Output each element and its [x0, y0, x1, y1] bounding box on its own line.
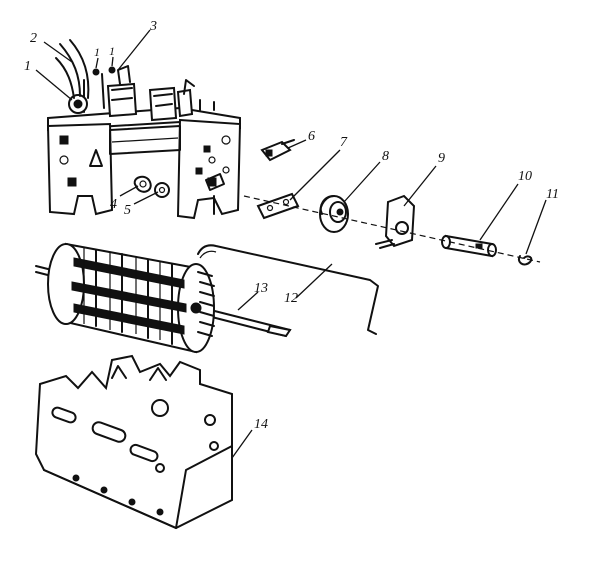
part-5-washer: [154, 182, 170, 198]
callout-4: 4: [110, 197, 117, 212]
leader-lines: [35, 29, 547, 459]
leader-2: [43, 41, 73, 63]
callout-13: 13: [254, 281, 268, 296]
leader-13: [237, 291, 259, 311]
callout-11: 11: [546, 187, 559, 202]
leader-11: [525, 199, 547, 255]
part-14-base-bracket: [34, 354, 233, 530]
part-4-clip: [133, 175, 152, 193]
leader-mark-left: [95, 57, 99, 69]
switch-housing: [46, 39, 242, 220]
callout-3: 3: [149, 19, 157, 34]
callout-2: 2: [30, 31, 37, 46]
leader-4: [119, 185, 139, 197]
callout-14: 14: [254, 417, 268, 432]
mark-left: 1: [94, 45, 100, 59]
callout-10: 10: [518, 169, 532, 184]
leader-12: [295, 263, 333, 299]
leader-5: [133, 191, 159, 205]
callout-9: 9: [438, 151, 445, 166]
callout-labels: 1 2 3 4 5 6 7 8 9 10 11 12 13 14 1 1: [24, 19, 559, 432]
leader-1: [35, 69, 73, 101]
part-7-bracket: [256, 192, 300, 220]
leader-7: [289, 149, 341, 201]
mark-right: 1: [109, 44, 115, 58]
callout-6: 6: [308, 129, 315, 144]
part-6-connector: [260, 139, 295, 162]
callout-5: 5: [124, 203, 131, 218]
leader-8: [343, 161, 381, 203]
leader-3: [117, 29, 151, 71]
leader-6: [287, 139, 307, 149]
callout-12: 12: [284, 291, 298, 306]
leader-10: [479, 183, 519, 241]
callout-8: 8: [382, 149, 389, 164]
part-11-clip: [518, 255, 533, 266]
part-9-cover: [375, 194, 416, 249]
part-13-drum: [35, 242, 292, 354]
leader-14: [231, 429, 253, 459]
leader-9: [403, 165, 437, 207]
part-12-rod: [197, 244, 379, 335]
callout-1: 1: [24, 59, 31, 74]
leader-mark-right: [111, 56, 114, 67]
assembly-axis-line: [243, 195, 541, 263]
callout-7: 7: [340, 135, 348, 150]
part-8-cam-wheel: [319, 195, 349, 233]
